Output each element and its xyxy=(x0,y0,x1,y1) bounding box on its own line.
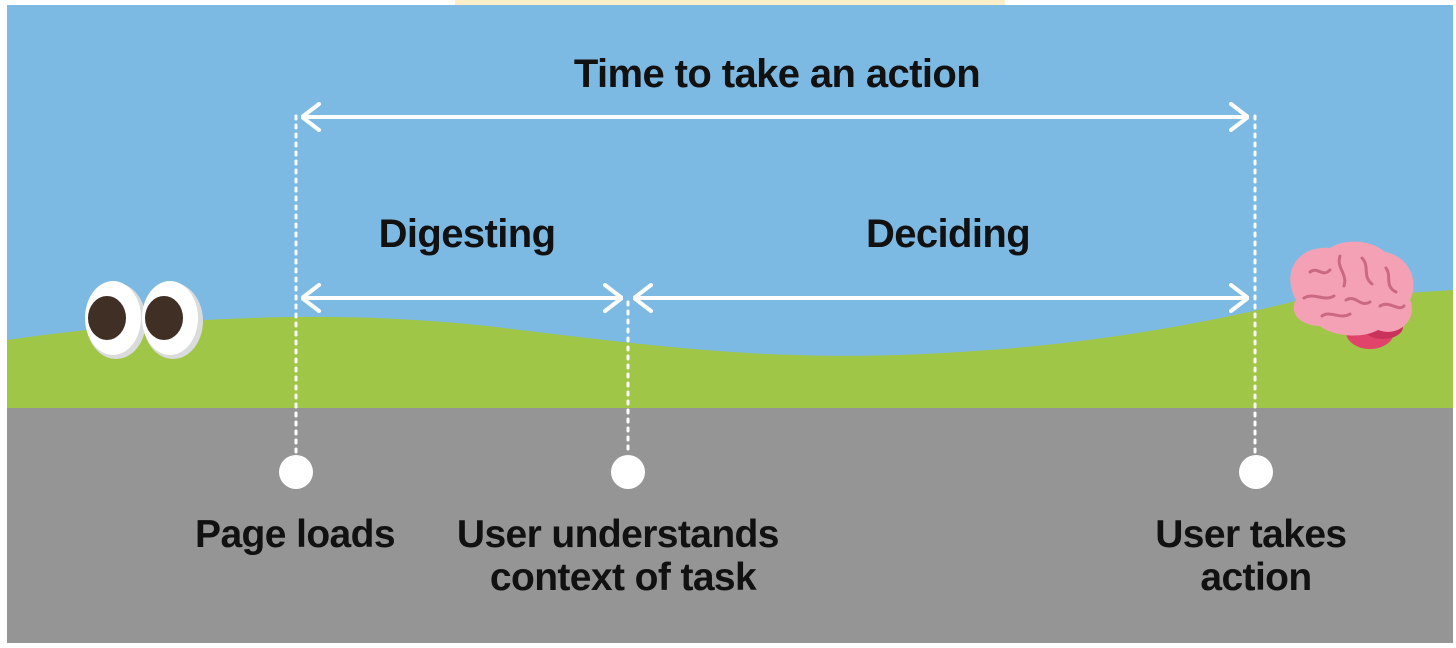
milestone-label-user-understands: User understands context of task xyxy=(457,513,789,599)
milestone-dot-user-understands xyxy=(611,455,645,489)
top-tab xyxy=(455,0,1005,5)
brain-icon xyxy=(1290,241,1414,349)
eyes-icon xyxy=(85,281,203,359)
milestone-dot-page-loads xyxy=(279,455,313,489)
milestone-label-user-takes-action-line-2: action xyxy=(1200,556,1311,599)
phase-label-deciding: Deciding xyxy=(866,212,1030,256)
milestone-label-user-takes-action-line-1: User takes xyxy=(1155,513,1346,556)
grass-hill xyxy=(7,290,1453,412)
phase-label-digesting: Digesting xyxy=(379,212,556,256)
milestone-label-user-takes-action: User takes action xyxy=(1155,513,1357,599)
milestone-label-user-understands-line-1: User understands xyxy=(457,513,779,556)
ground-band xyxy=(7,408,1453,643)
milestone-label-page-loads: Page loads xyxy=(195,513,395,556)
diagram-title: Time to take an action xyxy=(574,52,980,96)
milestone-dot-user-takes-action xyxy=(1239,455,1273,489)
milestone-label-user-understands-line-2: context of task xyxy=(490,556,757,599)
